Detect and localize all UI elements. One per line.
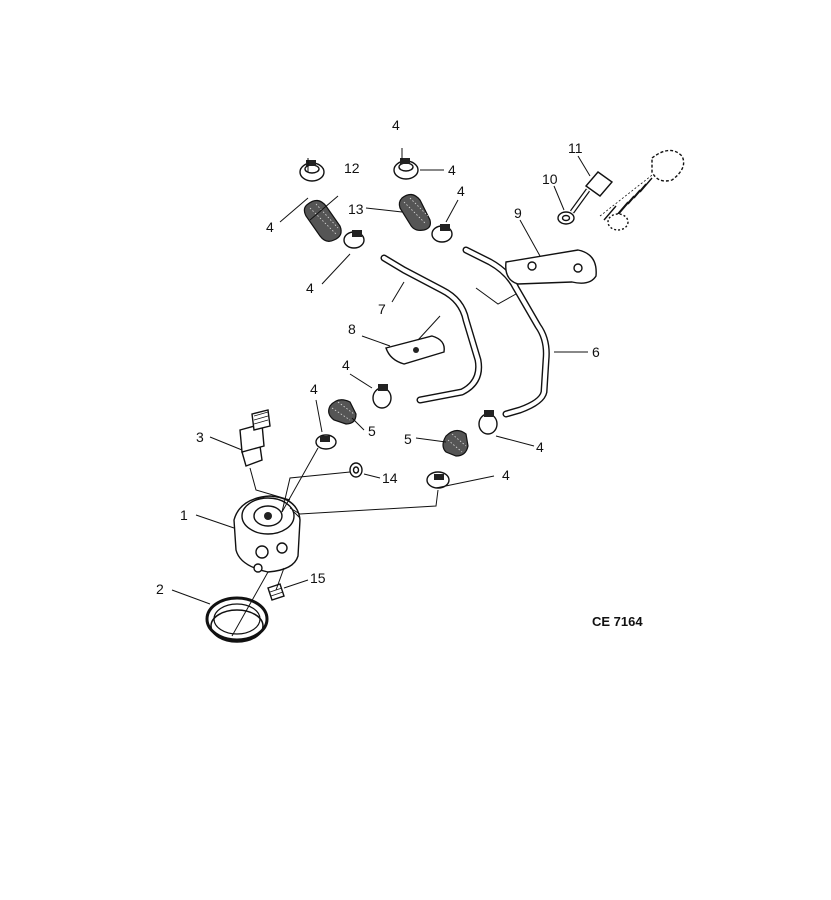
spring-assembly (599, 149, 685, 231)
hose-elbow-13 (398, 193, 431, 231)
clip-8 (385, 335, 445, 365)
pipe-6 (462, 246, 550, 418)
callout-12: 12 (344, 160, 360, 176)
callout-4-b: 4 (306, 280, 314, 296)
seal-ring-2 (205, 596, 269, 643)
hose-clamp-upper-mid (431, 224, 453, 243)
seal-14 (349, 462, 363, 478)
callout-5-a: 5 (368, 423, 376, 439)
bolt-11 (569, 171, 614, 214)
callout-10: 10 (542, 171, 558, 187)
callout-11: 11 (568, 140, 583, 156)
callout-6: 6 (592, 344, 600, 360)
callout-4-a: 4 (266, 219, 274, 235)
washer-10 (557, 211, 575, 225)
callout-5-b: 5 (404, 431, 412, 447)
callout-9: 9 (514, 205, 522, 221)
assembly-lines (231, 287, 517, 637)
pipe-7 (380, 254, 483, 404)
callout-15: 15 (310, 570, 326, 586)
hose-clamp-top-mid (393, 158, 419, 180)
oil-cooler-housing-1 (233, 495, 301, 573)
callout-4-d: 4 (457, 183, 465, 199)
hose-clamp-top-left (299, 160, 325, 182)
hose-elbow-5-right (442, 429, 469, 457)
bracket-9 (505, 249, 597, 285)
callout-1: 1 (180, 507, 188, 523)
hose-clamp-upper-left (343, 230, 365, 249)
callout-14: 14 (382, 470, 398, 486)
callout-4-h: 4 (502, 467, 510, 483)
plug-15 (267, 583, 285, 601)
adaptor-3 (239, 409, 271, 467)
callout-4-i: 4 (392, 117, 400, 133)
hose-elbow-12 (303, 199, 342, 242)
hose-clamp-lower-left (315, 434, 337, 450)
hose-clamp-mid-left (372, 384, 392, 409)
hose-clamp-mid-right (478, 410, 498, 435)
leader-lines (171, 148, 591, 605)
reference-code: CE 7164 (592, 614, 643, 629)
callout-4-g: 4 (536, 439, 544, 455)
callout-4-e: 4 (342, 357, 350, 373)
callout-4-f: 4 (310, 381, 318, 397)
callout-2: 2 (156, 581, 164, 597)
callout-13: 13 (348, 201, 364, 217)
callout-4-c: 4 (448, 162, 456, 178)
callout-7: 7 (378, 301, 386, 317)
callout-3: 3 (196, 429, 204, 445)
callout-8: 8 (348, 321, 356, 337)
hose-elbow-5-left (328, 399, 357, 425)
